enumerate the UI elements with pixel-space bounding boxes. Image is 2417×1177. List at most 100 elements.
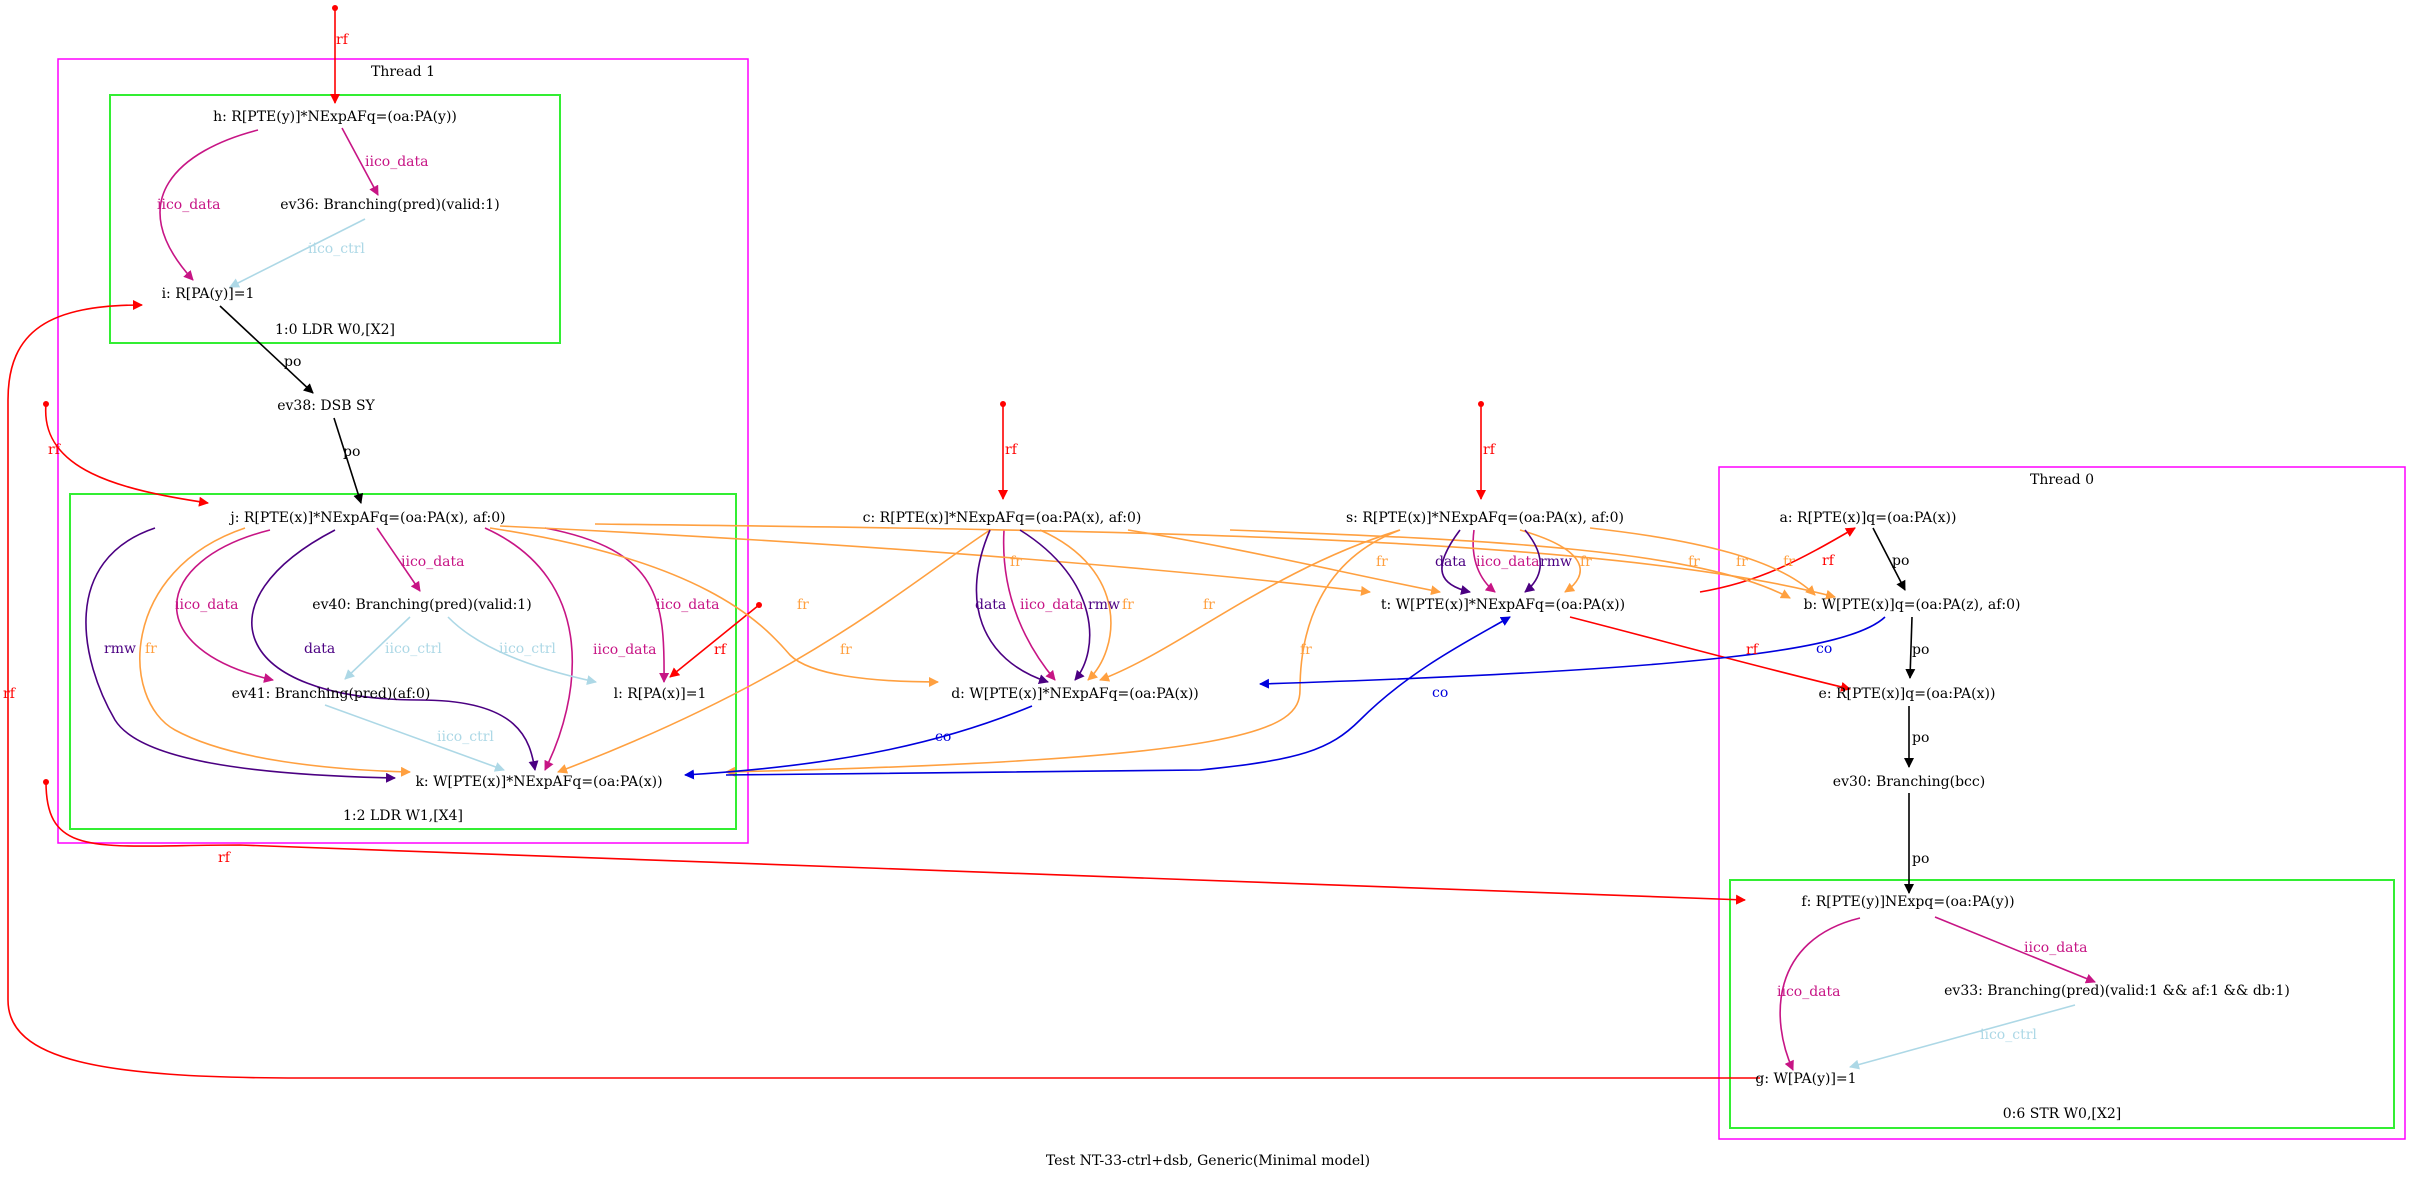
label-po-b-e: po (1912, 642, 1929, 658)
iico-ctrl-ev40-ev41 (344, 616, 411, 680)
label-iico-ctrl-ev40-l: iico_ctrl (499, 641, 556, 657)
label-data-j-k: data (304, 641, 335, 657)
iico-data-j-k (484, 527, 574, 771)
iico-data-s-t (1472, 529, 1496, 593)
instr-cluster-t1a (109, 94, 561, 344)
node-a: a: R[PTE(x)]q=(oa:PA(x)) (1780, 510, 1957, 526)
rf-edge-g-to-i (7, 300, 1760, 1079)
iico-data-j-ev40 (376, 527, 421, 592)
node-t: t: W[PTE(x)]*NExpAFq=(oa:PA(x)) (1381, 597, 1625, 613)
fr-edge-s-t (1519, 529, 1581, 593)
label-rf-c: rf (1005, 442, 1019, 458)
node-ev41: ev41: Branching(pred)(af:0) (232, 686, 431, 702)
rmw-edge-j-k (85, 527, 396, 783)
rf-edge-t-to-a (1699, 527, 1856, 593)
rmw-edge-c-d (1019, 529, 1091, 681)
label-po-e-ev30: po (1912, 730, 1929, 746)
thread0-label: Thread 0 (2030, 472, 2094, 488)
fr-edge-c-k (557, 529, 991, 774)
node-d: d: W[PTE(x)]*NExpAFq=(oa:PA(x)) (951, 686, 1199, 702)
rf-edge-to-j (45, 403, 209, 507)
thread1-cluster (57, 58, 749, 844)
fr-edge-s-b (1589, 527, 1816, 596)
data-edge-c-d (975, 529, 1049, 684)
label-fr-c-b: fr (1736, 554, 1748, 570)
label-fr-j-b: fr (1688, 554, 1700, 570)
label-iico-data-h-i: iico_data (157, 197, 221, 213)
rf-edge-t-to-e (1569, 616, 1851, 692)
iico-data-h-ev36 (341, 127, 379, 196)
node-b: b: W[PTE(x)]q=(oa:PA(z), af:0) (1804, 597, 2021, 613)
iico-ctrl-ev40-l (447, 616, 597, 686)
instr-label-t1a: 1:0 LDR W0,[X2] (275, 322, 395, 338)
fr-edge-j-k (139, 527, 411, 777)
label-fr-c-k: fr (840, 642, 852, 658)
label-fr-c-d: fr (1122, 597, 1134, 613)
diagram-caption: Test NT-33-ctrl+dsb, Generic(Minimal mod… (1046, 1153, 1370, 1169)
label-co-b-d: co (1816, 641, 1832, 657)
node-s: s: R[PTE(x)]*NExpAFq=(oa:PA(x), af:0) (1346, 510, 1624, 526)
label-co-k-t: co (1432, 685, 1448, 701)
label-rmw-s-t: rmw (1540, 554, 1572, 570)
fr-edge-s-k (725, 529, 1401, 777)
fr-edge-s-d (1099, 529, 1401, 682)
node-ev36: ev36: Branching(pred)(valid:1) (280, 197, 499, 213)
label-iico-ctrl-ev33-g: iico_ctrl (1980, 1027, 2037, 1043)
rf-edge-to-f (45, 781, 1746, 905)
label-rf-t-a: rf (1822, 553, 1836, 569)
thread0-cluster (1718, 466, 2406, 1140)
node-h: h: R[PTE(y)]*NExpAFq=(oa:PA(y)) (213, 109, 457, 125)
label-iico-data-j-l: iico_data (656, 597, 720, 613)
label-fr-j-b-1: fr (1010, 554, 1022, 570)
iico-data-f-g (1779, 917, 1861, 1071)
nodes: h: R[PTE(y)]*NExpAFq=(oa:PA(y)) ev36: Br… (162, 109, 2290, 1087)
fr-edge-c-t (1127, 529, 1441, 596)
edges (7, 5, 2096, 1079)
label-iico-ctrl-ev40-ev41: iico_ctrl (385, 641, 442, 657)
label-fr-s-d: fr (1203, 597, 1215, 613)
label-iico-data-c-d: iico_data (1020, 597, 1084, 613)
label-po-a-b: po (1892, 553, 1909, 569)
label-fr-j-k: fr (145, 641, 157, 657)
label-po-i-ev38: po (284, 354, 301, 370)
po-edge-ev38-j (333, 417, 364, 504)
node-g: g: W[PA(y)]=1 (1755, 1071, 1856, 1087)
clusters: Thread 1 1:0 LDR W0,[X2] 1:2 LDR W1,[X4]… (57, 58, 2406, 1140)
label-fr-c-t: fr (1376, 554, 1388, 570)
label-iico-data-h-ev36: iico_data (365, 154, 429, 170)
co-edge-k-t (725, 616, 1511, 776)
edge-labels: rf rf rf rf rf rf rf rf rf po po po po p… (3, 32, 2088, 1043)
po-edge-a-b (1872, 527, 1906, 591)
label-fr-j-d: fr (797, 597, 809, 613)
label-fr-s-t: fr (1580, 554, 1592, 570)
label-iico-data-s-t: iico_data (1476, 554, 1540, 570)
node-c: c: R[PTE(x)]*NExpAFq=(oa:PA(x), af:0) (863, 510, 1142, 526)
fr-edge-c-b (1229, 529, 1791, 599)
iico-ctrl-ev33-g (1849, 1004, 2076, 1070)
iico-data-c-d (1002, 529, 1056, 681)
label-rmw-c-d: rmw (1088, 597, 1120, 613)
iico-ctrl-ev36-i (229, 218, 366, 288)
node-l: l: R[PA(x)]=1 (614, 686, 707, 702)
node-ev38: ev38: DSB SY (277, 398, 375, 414)
label-rf-j: rf (48, 442, 62, 458)
instr-cluster-t1b (69, 493, 737, 830)
label-data-c-d: data (975, 597, 1006, 613)
label-rf-g-i: rf (3, 686, 17, 702)
rmw-edge-s-t (1524, 529, 1542, 593)
node-f: f: R[PTE(y)]NExpq=(oa:PA(y)) (1801, 894, 2014, 910)
thread1-label: Thread 1 (371, 64, 435, 80)
label-rf-h: rf (336, 32, 350, 48)
fr-edge-c-d (1039, 529, 1112, 681)
label-po-ev30-f: po (1912, 851, 1929, 867)
label-co-d-k: co (935, 729, 951, 745)
fr-edge-j-b (594, 523, 1836, 600)
label-fr-s-b: fr (1783, 554, 1795, 570)
data-edge-s-t (1441, 529, 1471, 595)
node-k: k: W[PTE(x)]*NExpAFq=(oa:PA(x)) (415, 774, 662, 790)
label-iico-ctrl-ev36-i: iico_ctrl (308, 241, 365, 257)
co-edge-b-d (1259, 616, 1886, 689)
label-data-s-t: data (1435, 554, 1466, 570)
label-iico-ctrl-ev41-k: iico_ctrl (437, 729, 494, 745)
